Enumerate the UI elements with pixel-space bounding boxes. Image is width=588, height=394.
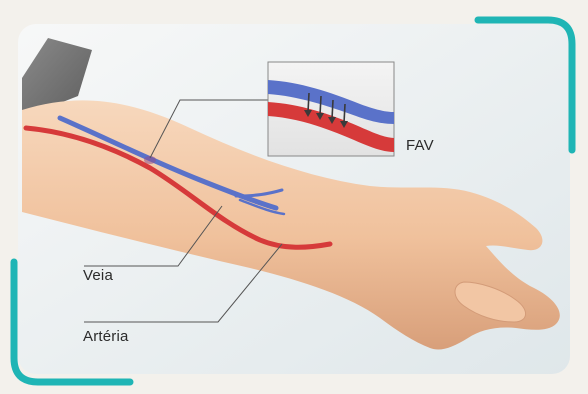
fav-label: FAV	[406, 137, 434, 154]
artery-label: Artéria	[83, 328, 129, 345]
vein-label: Veia	[83, 267, 113, 284]
fav-inset	[268, 62, 394, 156]
